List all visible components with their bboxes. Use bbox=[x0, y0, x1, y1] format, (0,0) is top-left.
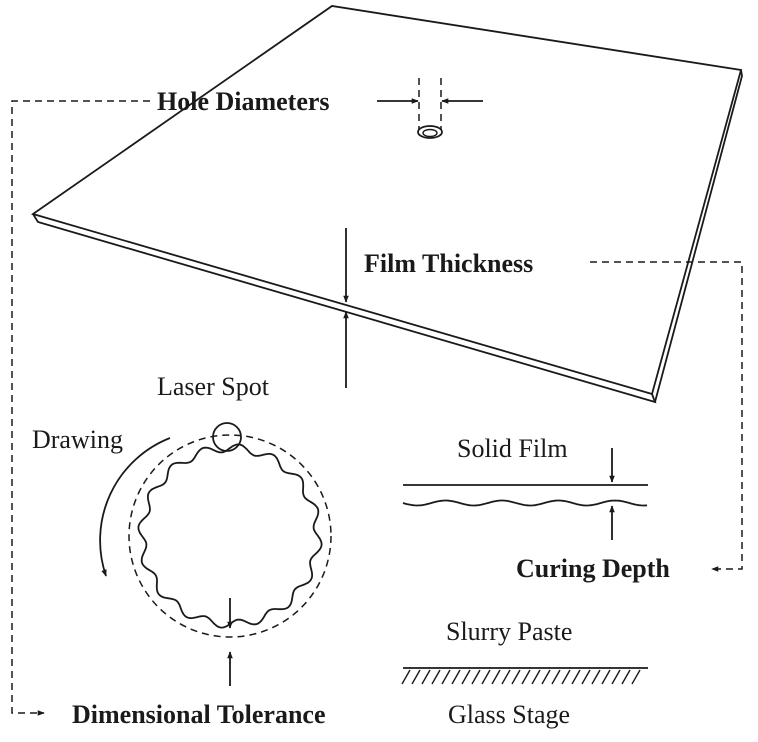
thickness-to-curing-connector bbox=[590, 261, 743, 572]
hatch-line bbox=[401, 669, 411, 685]
hatch-line bbox=[521, 669, 531, 685]
slurry-paste-label: Slurry Paste bbox=[446, 617, 572, 646]
hole-diameters-label: Hole Diameters bbox=[157, 87, 330, 116]
hatch-line bbox=[411, 669, 421, 685]
hatch-line bbox=[611, 669, 621, 685]
film-thickness-label: Film Thickness bbox=[364, 249, 533, 278]
hatch-line bbox=[541, 669, 551, 685]
hatch-line bbox=[581, 669, 591, 685]
hatch-line bbox=[601, 669, 611, 685]
hatch-line bbox=[551, 669, 561, 685]
dimensional-tolerance-label: Dimensional Tolerance bbox=[72, 700, 326, 729]
hatch-line bbox=[421, 669, 431, 685]
cure-interface-wave bbox=[402, 499, 648, 507]
hatch-line bbox=[511, 669, 521, 685]
hatch-line bbox=[491, 669, 501, 685]
hatch-line bbox=[461, 669, 471, 685]
curing-depth-label: Curing Depth bbox=[516, 554, 670, 583]
film-sheet bbox=[30, 5, 743, 404]
hatch-line bbox=[591, 669, 601, 685]
glass-stage-label: Glass Stage bbox=[448, 700, 570, 729]
hatch-line bbox=[501, 669, 511, 685]
drawing-label: Drawing bbox=[32, 425, 123, 454]
hole bbox=[417, 78, 443, 139]
hatch-line bbox=[431, 669, 441, 685]
nominal-path-circle bbox=[128, 434, 332, 638]
hatch-line bbox=[481, 669, 491, 685]
hatch-line bbox=[451, 669, 461, 685]
glass-stage bbox=[401, 667, 648, 685]
hole-to-tolerance-connector bbox=[11, 100, 150, 716]
solid-film-label: Solid Film bbox=[457, 434, 568, 463]
wavy-contour bbox=[137, 443, 323, 629]
hatch-line bbox=[621, 669, 631, 685]
hatch-line bbox=[531, 669, 541, 685]
drawing-direction-arrow bbox=[99, 437, 171, 577]
hatch-line bbox=[561, 669, 571, 685]
hatch-line bbox=[471, 669, 481, 685]
laser-spot-label: Laser Spot bbox=[157, 372, 270, 401]
laser-spot-circle bbox=[212, 422, 242, 452]
hatch-line bbox=[441, 669, 451, 685]
hatch-line bbox=[571, 669, 581, 685]
hatch-line bbox=[631, 669, 641, 685]
